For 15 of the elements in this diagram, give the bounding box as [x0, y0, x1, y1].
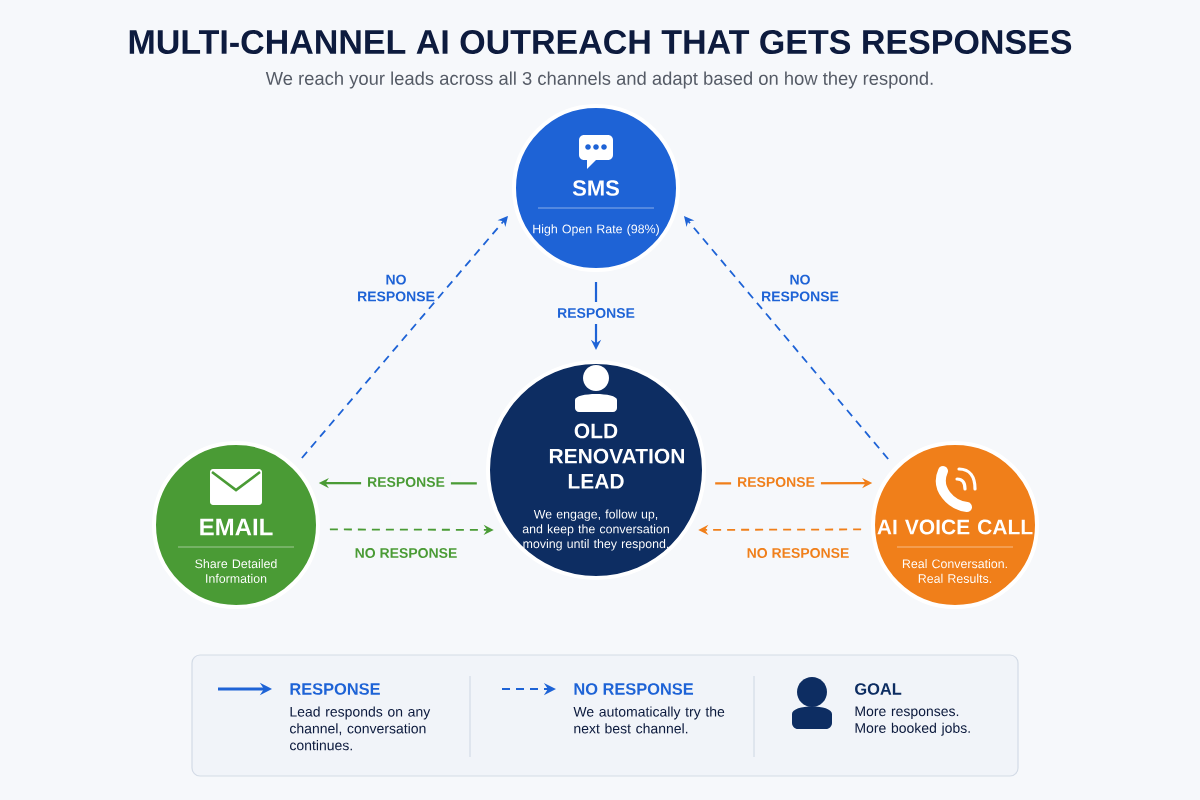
title: MULTI-CHANNEL AI OUTREACH THAT GETS RESPONSES [129, 29, 1072, 55]
edge-label: RESPONSE [731, 471, 821, 493]
legend-description: Lead responds on any channel, conversation continues. [290, 706, 431, 751]
subtitle: We reach your leads across all 3 channels and adapt based on how they respond. [265, 71, 933, 89]
edge-label: RESPONSE [361, 471, 451, 493]
edge-label: RESPONSE [551, 302, 641, 324]
legend-label: NO RESPONSE [574, 683, 694, 695]
legend-description: We automatically try the next best channel. [573, 706, 725, 734]
edge-label: NO RESPONSE [762, 274, 839, 302]
edge-label: NO RESPONSE [358, 274, 435, 302]
legend-description: More responses. More booked jobs. [855, 706, 970, 736]
edge-label: NO RESPONSE [355, 548, 457, 558]
legend-label: RESPONSE [290, 683, 380, 695]
goal-label: GOAL [855, 683, 902, 695]
edge-label: NO RESPONSE [747, 548, 849, 558]
